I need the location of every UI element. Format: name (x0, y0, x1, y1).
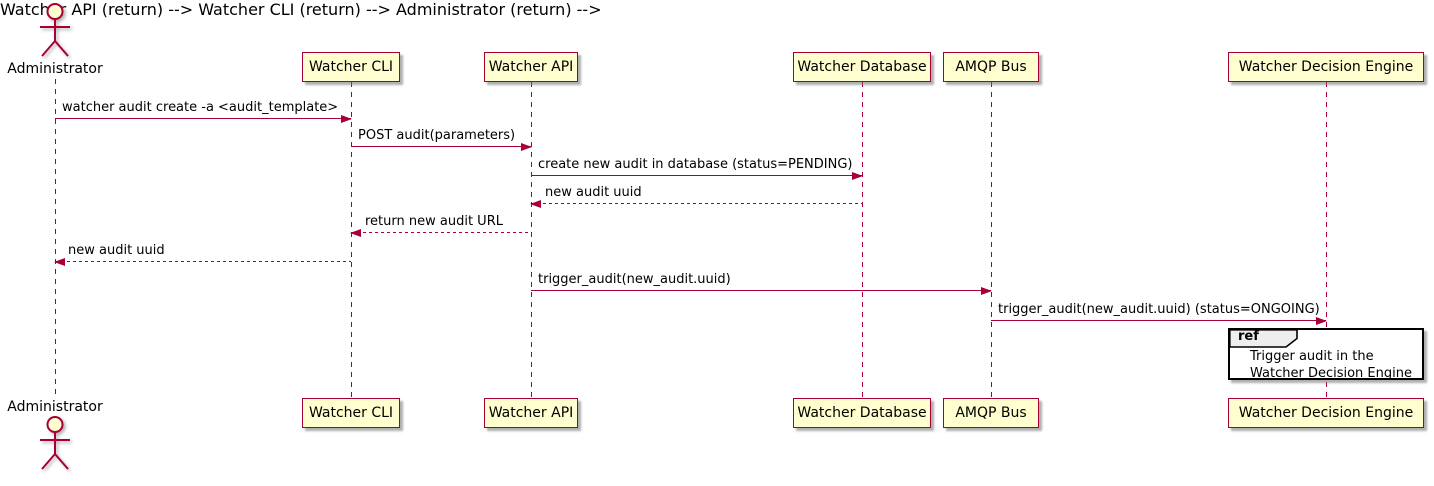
lifeline-amqp-bus (991, 82, 993, 398)
ref-tab-shape-icon (1229, 329, 1298, 348)
actor-administrator-top: Administrator (5, 2, 105, 77)
participant-box-watcher-api-bottom: Watcher API (484, 398, 578, 428)
arrowhead-right-icon (1316, 317, 1327, 325)
lifeline-watcher-cli (351, 82, 353, 398)
participant-box-watcher-decision-engine-bottom: Watcher Decision Engine (1228, 398, 1424, 428)
arrowhead-right-icon (341, 115, 352, 123)
participant-box-amqp-bus-top: AMQP Bus (943, 52, 1039, 82)
participant-box-watcher-api-top: Watcher API (484, 52, 578, 82)
ref-tab: ref (1229, 329, 1299, 348)
message-create-new-audit: create new audit in database (status=PEN… (531, 154, 863, 180)
message-line (351, 231, 531, 233)
actor-administrator-bottom: Administrator (5, 398, 105, 473)
message-line (55, 117, 351, 119)
message-label: POST audit(parameters) (358, 128, 516, 143)
message-return-new-audit-url: return new audit URL (350, 211, 531, 237)
message-label: trigger_audit(new_audit.uuid) (538, 272, 731, 287)
message-post-audit: POST audit(parameters) (351, 125, 532, 151)
message-trigger-audit-ongoing: trigger_audit(new_audit.uuid) (status=ON… (991, 299, 1327, 325)
participant-box-watcher-decision-engine-top: Watcher Decision Engine (1228, 52, 1424, 82)
message-watcher-audit-create: watcher audit create -a <audit_template> (55, 97, 352, 123)
stick-figure-icon (40, 3, 70, 57)
message-label: new audit uuid (545, 185, 642, 200)
message-line (351, 145, 531, 147)
message-new-audit-uuid-return: new audit uuid (530, 182, 862, 208)
actor-label: Administrator (7, 61, 103, 77)
participant-box-amqp-bus-bottom: AMQP Bus (943, 398, 1039, 428)
arrowhead-left-icon (530, 200, 541, 208)
ref-fragment: ref Trigger audit in the Watcher Decisio… (1228, 328, 1424, 381)
ref-text-line-2: Watcher Decision Engine (1250, 365, 1412, 381)
arrowhead-left-icon (350, 229, 361, 237)
lifeline-watcher-decision-engine (1326, 82, 1328, 398)
stick-figure-icon (40, 416, 70, 470)
message-trigger-audit: trigger_audit(new_audit.uuid) (531, 269, 992, 295)
message-label: new audit uuid (68, 243, 165, 258)
message-line (55, 260, 351, 262)
arrowhead-left-icon (54, 258, 65, 266)
message-new-audit-uuid-to-admin: new audit uuid (54, 240, 351, 266)
arrowhead-right-icon (521, 143, 532, 151)
arrowhead-right-icon (852, 172, 863, 180)
ref-text-line-1: Trigger audit in the (1250, 349, 1374, 364)
participant-box-watcher-database-bottom: Watcher Database (793, 398, 931, 428)
message-line (531, 174, 862, 176)
participant-box-watcher-cli-bottom: Watcher CLI (302, 398, 400, 428)
message-line (531, 202, 862, 204)
message-label: watcher audit create -a <audit_template> (62, 100, 339, 115)
participant-box-watcher-cli-top: Watcher CLI (302, 52, 400, 82)
message-label: create new audit in database (status=PEN… (538, 157, 853, 172)
message-line (991, 319, 1326, 321)
participant-box-watcher-database-top: Watcher Database (793, 52, 931, 82)
actor-label: Administrator (7, 399, 103, 415)
message-label: trigger_audit(new_audit.uuid) (status=ON… (998, 302, 1320, 317)
ref-keyword: ref (1238, 329, 1259, 344)
arrowhead-right-icon (981, 287, 992, 295)
lifeline-watcher-api (531, 82, 533, 398)
lifeline-administrator (55, 79, 57, 398)
lifeline-watcher-database (862, 82, 864, 398)
message-line (531, 289, 991, 291)
message-label: return new audit URL (365, 214, 503, 229)
